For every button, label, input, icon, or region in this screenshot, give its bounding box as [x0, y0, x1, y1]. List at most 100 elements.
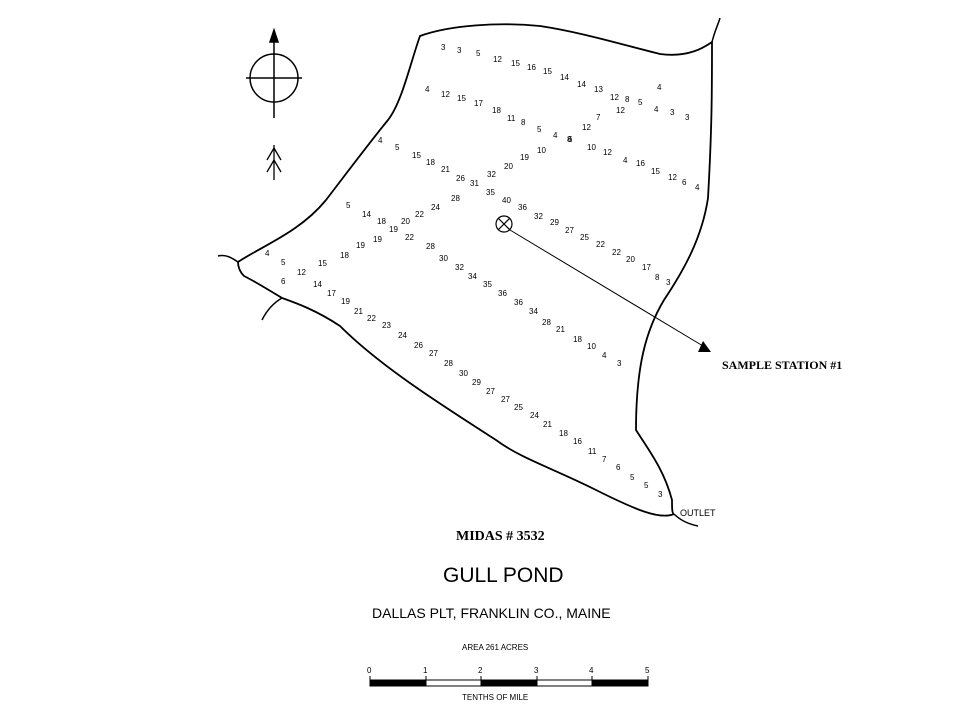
- depth-sounding: 34: [468, 272, 477, 281]
- depth-sounding: 20: [401, 217, 410, 226]
- depth-sounding: 15: [457, 94, 466, 103]
- scale-tick-3: 3: [534, 666, 539, 675]
- depth-sounding: 26: [456, 174, 465, 183]
- depth-sounding: 31: [470, 179, 479, 188]
- scale-tick-2: 2: [478, 666, 483, 675]
- depth-sounding: 6: [281, 277, 286, 286]
- depth-sounding: 10: [537, 146, 546, 155]
- depth-sounding: 5: [395, 143, 400, 152]
- depth-sounding: 5: [346, 201, 351, 210]
- depth-sounding: 28: [542, 318, 551, 327]
- depth-sounding: 17: [642, 263, 651, 272]
- depth-sounding: 32: [487, 170, 496, 179]
- depth-sounding: 27: [501, 395, 510, 404]
- depth-sounding: 20: [504, 162, 513, 171]
- depth-sounding: 17: [474, 99, 483, 108]
- sample-station-leader: [509, 229, 704, 347]
- depth-sounding: 4: [265, 249, 270, 258]
- depth-sounding: 25: [580, 233, 589, 242]
- depth-sounding: 21: [441, 165, 450, 174]
- depth-sounding: 7: [596, 113, 601, 122]
- depth-sounding: 4: [602, 351, 607, 360]
- depth-sounding: 5: [638, 98, 643, 107]
- depth-sounding: 34: [529, 307, 538, 316]
- depth-sounding: 22: [405, 233, 414, 242]
- depth-sounding: 10: [587, 143, 596, 152]
- depth-sounding: 15: [318, 259, 327, 268]
- depth-sounding: 5: [281, 258, 286, 267]
- scale-tick-4: 4: [589, 666, 594, 675]
- depth-sounding: 32: [455, 263, 464, 272]
- depth-sounding: 20: [626, 255, 635, 264]
- depth-sounding: 19: [373, 235, 382, 244]
- depth-sounding: 18: [377, 217, 386, 226]
- depth-sounding: 26: [414, 341, 423, 350]
- depth-sounding: 16: [573, 437, 582, 446]
- outlet-label: OUTLET: [680, 508, 716, 518]
- depth-sounding: 12: [441, 90, 450, 99]
- depth-sounding: 3: [685, 113, 690, 122]
- sample-station-label: SAMPLE STATION #1: [722, 358, 842, 372]
- depth-sounding: 11: [507, 114, 516, 123]
- depth-sounding: 29: [472, 378, 481, 387]
- depth-sounding: 40: [502, 196, 511, 205]
- depth-sounding: 24: [431, 203, 440, 212]
- depth-sounding: 35: [486, 188, 495, 197]
- depth-sounding: 12: [493, 55, 502, 64]
- depth-sounding: 4: [425, 85, 430, 94]
- depth-sounding: 14: [577, 80, 586, 89]
- depth-sounding: 13: [594, 85, 603, 94]
- depth-sounding: 19: [341, 297, 350, 306]
- depth-sounding: 25: [514, 403, 523, 412]
- depth-sounding: 12: [610, 93, 619, 102]
- depth-sounding: 5: [630, 473, 635, 482]
- depth-sounding: 12: [603, 148, 612, 157]
- sample-station-arrow: [698, 341, 711, 352]
- depth-sounding: 7: [602, 455, 607, 464]
- depth-sounding: 8: [625, 95, 630, 104]
- depth-sounding: 4: [654, 105, 659, 114]
- depth-sounding: 16: [527, 63, 536, 72]
- depth-sounding: 4: [657, 83, 662, 92]
- depth-sounding: 14: [362, 210, 371, 219]
- depth-sounding: 24: [530, 411, 539, 420]
- inlet-stream: [217, 254, 239, 263]
- sample-station-marker: [495, 215, 513, 233]
- depth-sounding: 19: [389, 225, 398, 234]
- depth-sounding: 14: [560, 73, 569, 82]
- scale-tick-1: 1: [423, 666, 428, 675]
- depth-sounding: 36: [518, 203, 527, 212]
- depth-sounding: 22: [612, 248, 621, 257]
- depth-sounding: 27: [429, 349, 438, 358]
- compass-icon: [246, 27, 302, 118]
- depth-sounding: 12: [616, 106, 625, 115]
- depth-sounding: 16: [636, 159, 645, 168]
- location-label: DALLAS PLT, FRANKLIN CO., MAINE: [372, 605, 611, 621]
- depth-sounding: 3: [457, 46, 462, 55]
- scale-tick-5: 5: [645, 666, 650, 675]
- depth-sounding: 8: [567, 135, 572, 144]
- depth-sounding: 5: [537, 125, 542, 134]
- depth-sounding: 22: [596, 240, 605, 249]
- depth-sounding: 22: [415, 210, 424, 219]
- depth-sounding: 8: [655, 273, 660, 282]
- west-stream: [261, 297, 283, 321]
- depth-sounding: 27: [486, 387, 495, 396]
- depth-sounding: 27: [565, 226, 574, 235]
- depth-sounding: 18: [340, 251, 349, 260]
- depth-sounding: 18: [426, 158, 435, 167]
- depth-sounding: 18: [492, 106, 501, 115]
- depth-sounding: 4: [378, 136, 383, 145]
- depth-sounding: 3: [617, 359, 622, 368]
- depth-sounding: 21: [354, 307, 363, 316]
- depth-sounding: 14: [313, 280, 322, 289]
- depth-sounding: 6: [616, 463, 621, 472]
- depth-sounding: 3: [441, 43, 446, 52]
- depth-sounding: 36: [498, 289, 507, 298]
- depth-sounding: 15: [651, 167, 660, 176]
- depth-sounding: 19: [520, 153, 529, 162]
- depth-sounding: 36: [514, 298, 523, 307]
- depth-sounding: 24: [398, 331, 407, 340]
